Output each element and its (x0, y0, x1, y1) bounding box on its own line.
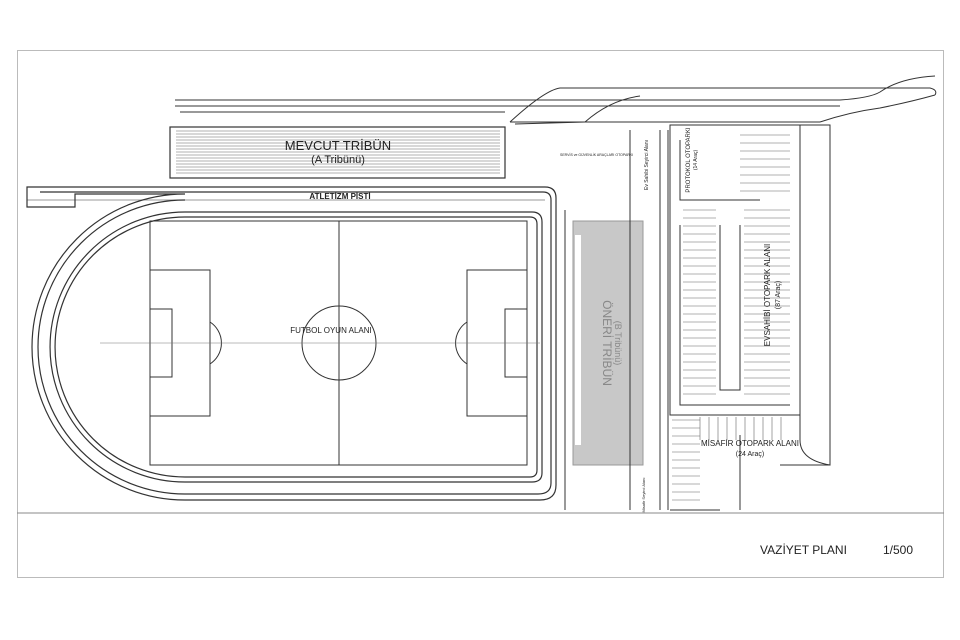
existing-stand-label: MEVCUT TRİBÜN (285, 138, 391, 153)
service-parking-label: SERVİS ve GÜVENLİK ARAÇLARI OTOPARKI (560, 152, 633, 157)
existing-stand (169, 111, 506, 179)
proposed-stand (564, 130, 669, 510)
guest-parking-sublabel: (24 Araç) (736, 451, 764, 458)
protocol-parking-sublabel: (14 Araç) (693, 150, 699, 171)
guest-spectators-label: Misafir Seyirci Alanı (641, 478, 646, 513)
athletics-track (26, 186, 557, 501)
drawing-frame (17, 50, 944, 578)
proposed-stand-label: ÖNERİ TRİBÜN (600, 300, 614, 386)
access-road (175, 75, 937, 125)
athletics-track-label: ATLETİZM PİSTİ (309, 192, 370, 201)
protocol-parking-label: PROTOKOL OTOPARKI (686, 127, 692, 192)
home-parking-label: EVSAHİBİ OTOPARK ALANI (763, 244, 772, 346)
proposed-stand-sublabel: (B Tribünü) (613, 321, 623, 366)
guest-parking-label: MİSAFİR OTOPARK ALANI (701, 439, 799, 448)
drawing-scale: 1/500 (883, 543, 913, 557)
drawing-title: VAZİYET PLANI (760, 543, 847, 557)
home-spectators-label: Ev Sahibi Seyirci Alanı (644, 140, 650, 190)
football-field (100, 220, 540, 466)
home-parking-sublabel: (87 Araç) (775, 281, 782, 309)
existing-stand-sublabel: (A Tribünü) (311, 154, 365, 166)
football-field-label: FUTBOL OYUN ALANI (290, 326, 372, 335)
parking-areas (669, 124, 831, 511)
